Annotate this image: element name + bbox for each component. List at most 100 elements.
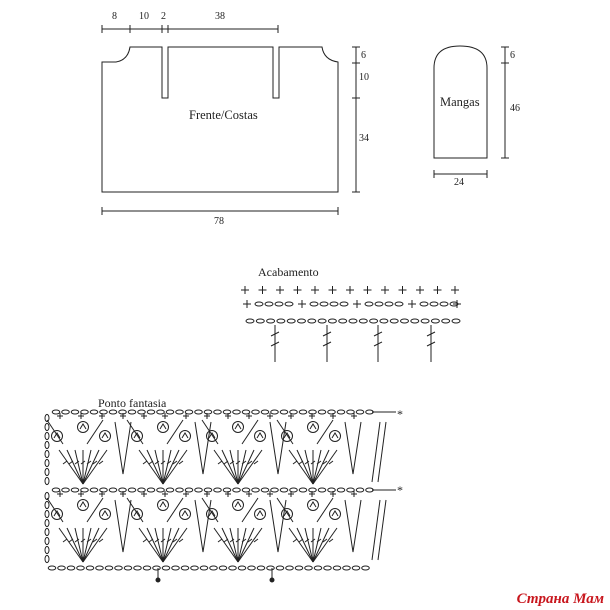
dim-body-width: 78	[214, 216, 224, 227]
arch-symbol	[316, 497, 334, 523]
dc-fan-symbol	[237, 449, 255, 485]
chain-symbol	[336, 487, 346, 493]
dc-fan-symbol	[166, 460, 172, 465]
chain-symbol	[44, 518, 50, 528]
dc-fan-symbol	[148, 538, 154, 543]
chain-symbol	[355, 409, 365, 415]
treble-stitch-symbol	[373, 341, 383, 347]
dc-fan-symbol	[312, 449, 330, 485]
dc-fan-symbol	[142, 460, 148, 465]
dc-fan-symbol	[304, 538, 310, 543]
chain-symbol	[379, 318, 389, 324]
dc-fan-symbol	[288, 449, 314, 485]
chain-symbol	[327, 318, 337, 324]
chain-symbol	[285, 565, 294, 571]
chain-symbol	[284, 301, 294, 307]
dc-fan-symbol	[92, 460, 98, 465]
chain-symbol	[361, 565, 370, 571]
v-stitch-symbol	[114, 499, 132, 553]
chain-symbol	[175, 409, 184, 415]
dc-fan-symbol	[223, 460, 229, 465]
chain-symbol	[76, 565, 85, 571]
dc-fan-symbol	[312, 527, 322, 563]
chain-symbol	[400, 318, 409, 324]
chain-symbol	[241, 409, 251, 415]
chain-symbol	[304, 565, 313, 571]
dc-fan-symbol	[377, 499, 387, 561]
dim-armhole-depth: 10	[359, 72, 369, 83]
chain-symbol	[329, 301, 339, 307]
dc-fan-symbol	[229, 460, 235, 465]
chain-symbol	[430, 318, 440, 324]
dc-fan-symbol	[138, 449, 164, 485]
dc-fan-symbol	[62, 460, 68, 465]
watermark-logo: Страна Мам	[516, 591, 604, 607]
chain-symbol	[44, 500, 50, 510]
chain-symbol	[44, 536, 50, 546]
dc-fan-symbol	[146, 449, 164, 485]
puff-stitch-symbol	[179, 430, 191, 442]
chain-symbol	[123, 565, 133, 571]
dc-fan-symbol	[166, 538, 172, 543]
chain-symbol	[222, 487, 232, 493]
puff-stitch-symbol	[181, 432, 189, 439]
chain-symbol	[61, 487, 70, 493]
chain-symbol	[66, 565, 76, 571]
chain-symbol	[108, 487, 118, 493]
treble-stitch-symbol	[426, 341, 436, 347]
dc-fan-symbol	[162, 449, 188, 485]
chain-symbol	[89, 487, 99, 493]
dc-fan-symbol	[229, 527, 239, 563]
dc-fan-symbol	[98, 460, 104, 465]
stitch-title: Ponto fantasia	[98, 396, 167, 410]
dc-fan-symbol	[160, 460, 166, 465]
stitch-symbols	[44, 409, 396, 583]
chain-symbol	[44, 440, 50, 450]
chain-symbol	[80, 409, 89, 415]
dc-fan-symbol	[162, 527, 188, 563]
dc-fan-symbol	[162, 527, 180, 563]
dc-fan-symbol	[298, 538, 304, 543]
puff-stitch-symbol	[283, 432, 291, 439]
chain-symbol	[108, 409, 118, 415]
dc-fan-symbol	[160, 538, 166, 543]
dc-fan-symbol	[148, 460, 154, 465]
dc-fan-symbol	[316, 460, 322, 465]
chain-symbol	[410, 318, 420, 324]
dc-fan-symbol	[229, 538, 235, 543]
dc-fan-symbol	[371, 421, 381, 483]
puff-stitch-symbol	[101, 510, 109, 517]
chain-symbol	[161, 565, 171, 571]
dc-fan-symbol	[296, 449, 314, 485]
chain-symbol	[441, 318, 451, 324]
dc-fan-symbol	[241, 538, 247, 543]
dc-fan-symbol	[172, 538, 178, 543]
chain-symbol	[317, 318, 327, 324]
dc-fan-symbol	[162, 449, 180, 485]
chain-symbol	[279, 487, 289, 493]
puff-stitch-symbol	[329, 508, 341, 520]
edging-title: Acabamento	[258, 265, 319, 279]
puff-stitch-symbol	[157, 499, 169, 511]
chain-symbol	[99, 409, 108, 415]
puff-stitch-symbol	[208, 432, 216, 439]
dc-fan-symbol	[253, 460, 259, 465]
chain-symbol	[99, 487, 108, 493]
dc-fan-symbol	[253, 538, 259, 543]
chain-symbol	[184, 409, 194, 415]
chain-symbol	[165, 409, 175, 415]
chain-symbol	[266, 318, 276, 324]
chain-symbol	[44, 527, 50, 537]
dc-fan-symbol	[304, 449, 314, 485]
puff-stitch-symbol	[331, 510, 339, 517]
chain-symbol	[175, 487, 184, 493]
chain-symbol	[44, 509, 50, 519]
chain-symbol	[44, 545, 50, 555]
dc-fan-symbol	[213, 527, 239, 563]
front-back-label: Frente/Costas	[189, 108, 258, 122]
dc-fan-symbol	[223, 538, 229, 543]
chain-symbol	[44, 554, 50, 564]
dc-fan-symbol	[74, 460, 80, 465]
puff-stitch-symbol	[232, 499, 244, 511]
